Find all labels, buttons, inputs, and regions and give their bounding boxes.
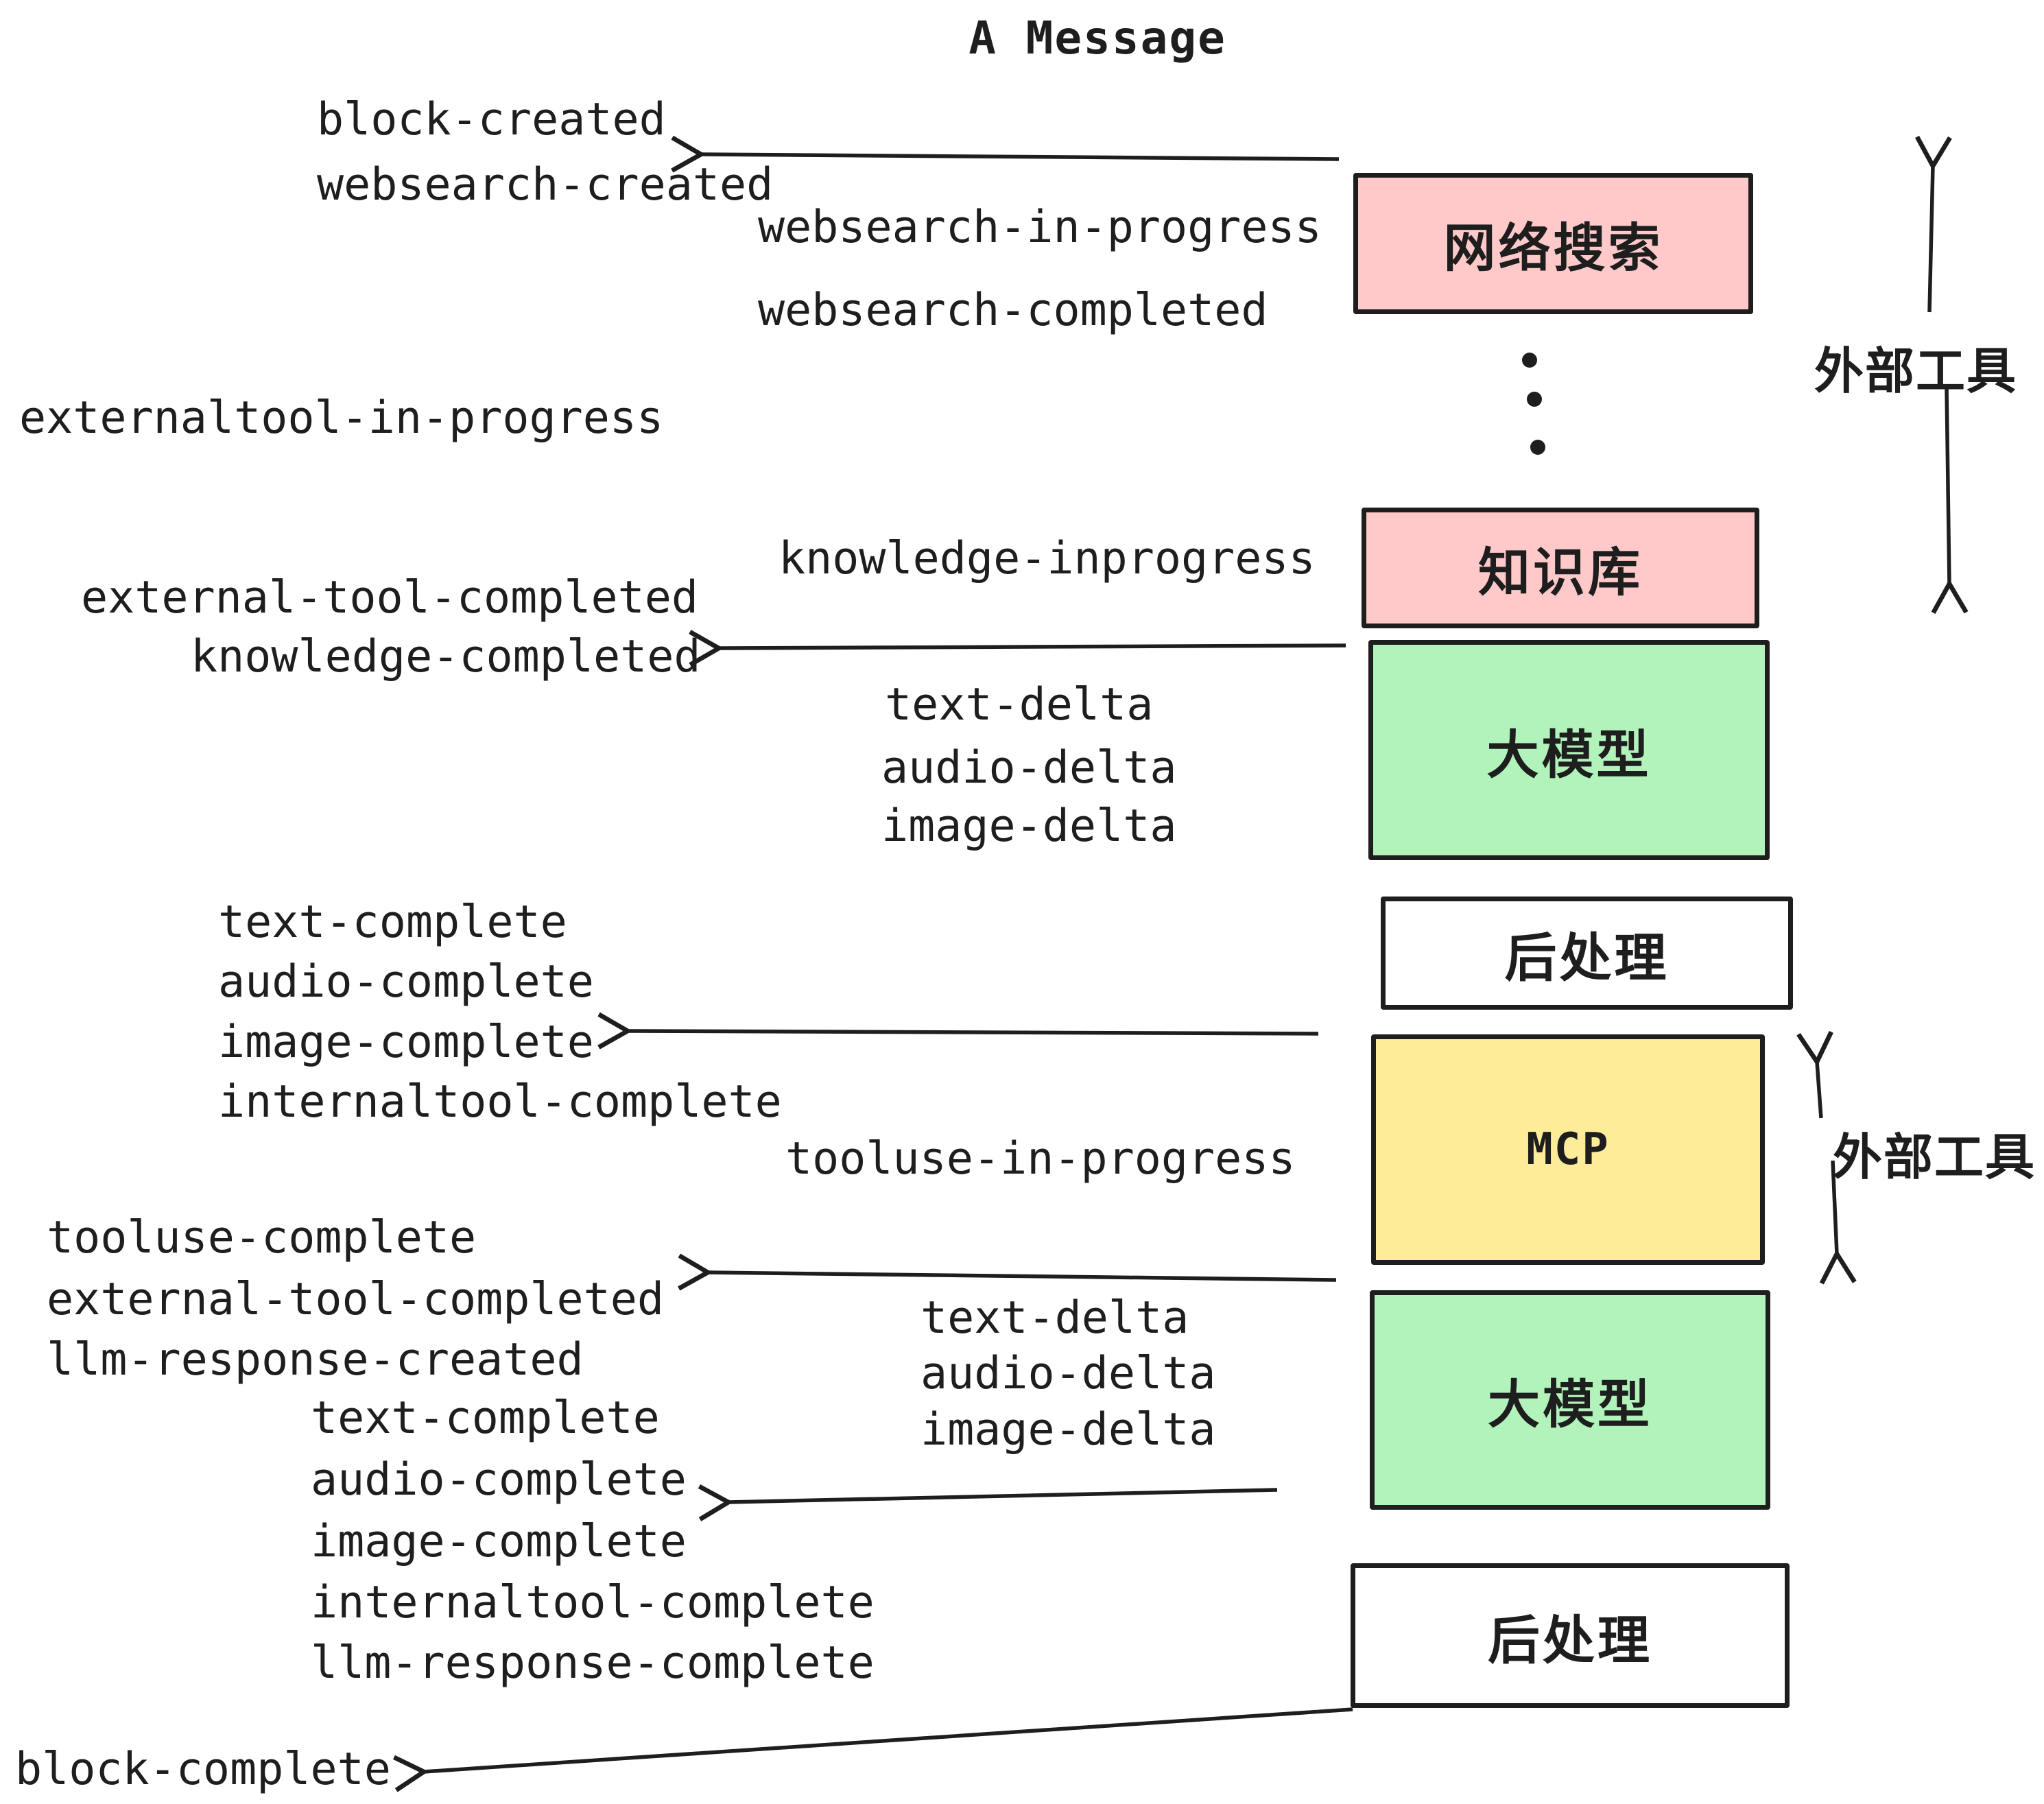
event-tooluse-complete: tooluse-complete bbox=[47, 1212, 477, 1263]
event-knowledge-inprogress: knowledge-inprogress bbox=[779, 533, 1316, 584]
event-text-delta-2: text-delta bbox=[920, 1292, 1189, 1344]
event-text-complete-2: text-complete bbox=[311, 1392, 660, 1444]
arrow-mcp-to-tooluse-complete bbox=[678, 1253, 1337, 1291]
arrow-llm-to-knowledge-completed bbox=[689, 630, 1346, 667]
event-knowledge-completed: knowledge-completed bbox=[191, 631, 701, 683]
event-externaltool-in-progress: externaltool-in-progress bbox=[19, 392, 664, 444]
event-websearch-in-progress: websearch-in-progress bbox=[758, 202, 1322, 253]
event-websearch-completed: websearch-completed bbox=[758, 285, 1268, 336]
event-internaltool-complete-1: internaltool-complete bbox=[218, 1076, 782, 1128]
arrow-up-external-tools-mid bbox=[1796, 1030, 1833, 1119]
box-llm-1: 大模型 bbox=[1368, 640, 1770, 860]
event-external-tool-completed-2: external-tool-completed bbox=[47, 1274, 665, 1325]
box-llm-1-label: 大模型 bbox=[1486, 724, 1652, 785]
event-external-tool-completed: external-tool-completed bbox=[81, 572, 699, 624]
arrow-up-external-tools-top bbox=[1915, 135, 1952, 313]
event-audio-delta-2: audio-delta bbox=[920, 1348, 1216, 1399]
event-text-delta-1: text-delta bbox=[885, 679, 1154, 731]
external-tools-label-top: 外部工具 bbox=[1814, 342, 2018, 400]
box-llm-2: 大模型 bbox=[1370, 1290, 1770, 1510]
ellipsis-dot bbox=[1527, 392, 1542, 407]
arrow-mcp-to-image-complete bbox=[597, 1012, 1319, 1049]
box-websearch-label: 网络搜索 bbox=[1443, 217, 1663, 278]
box-postprocess-2: 后处理 bbox=[1351, 1563, 1790, 1708]
arrow-down-external-tools-top bbox=[1931, 388, 1969, 614]
arrow-websearch-to-block-created bbox=[671, 135, 1340, 173]
box-knowledge: 知识库 bbox=[1362, 508, 1759, 628]
external-tools-label-mid: 外部工具 bbox=[1833, 1128, 2036, 1186]
event-audio-complete-2: audio-complete bbox=[311, 1454, 687, 1506]
box-knowledge-label: 知识库 bbox=[1478, 542, 1643, 603]
box-websearch: 网络搜索 bbox=[1353, 173, 1753, 314]
event-image-delta-1: image-delta bbox=[881, 800, 1177, 852]
event-audio-delta-1: audio-delta bbox=[881, 742, 1177, 794]
event-audio-complete-1: audio-complete bbox=[218, 956, 594, 1008]
event-text-complete-1: text-complete bbox=[218, 897, 567, 948]
arrow-llm2-to-audio-complete bbox=[698, 1484, 1278, 1521]
box-mcp-label: MCP bbox=[1526, 1124, 1610, 1175]
event-llm-response-created: llm-response-created bbox=[47, 1334, 584, 1386]
event-block-complete: block-complete bbox=[15, 1744, 391, 1795]
event-block-created: block-created bbox=[317, 94, 666, 145]
box-mcp: MCP bbox=[1371, 1034, 1765, 1265]
ellipsis-dot bbox=[1530, 440, 1545, 455]
ellipsis-dot bbox=[1522, 353, 1537, 368]
box-postprocess-1-label: 后处理 bbox=[1504, 927, 1669, 988]
box-postprocess-1: 后处理 bbox=[1381, 897, 1793, 1010]
box-postprocess-2-label: 后处理 bbox=[1488, 1609, 1652, 1671]
event-image-delta-2: image-delta bbox=[920, 1404, 1216, 1456]
event-tooluse-in-progress: tooluse-in-progress bbox=[785, 1133, 1296, 1185]
event-image-complete-2: image-complete bbox=[311, 1516, 687, 1567]
box-llm-2-label: 大模型 bbox=[1488, 1374, 1652, 1435]
event-image-complete-1: image-complete bbox=[218, 1017, 594, 1068]
arrow-post2-to-block-complete bbox=[393, 1707, 1353, 1792]
diagram-title: A Message bbox=[968, 12, 1226, 64]
event-llm-response-complete: llm-response-complete bbox=[311, 1637, 875, 1689]
event-internaltool-complete-2: internaltool-complete bbox=[311, 1577, 875, 1628]
event-websearch-created: websearch-created bbox=[317, 159, 774, 211]
